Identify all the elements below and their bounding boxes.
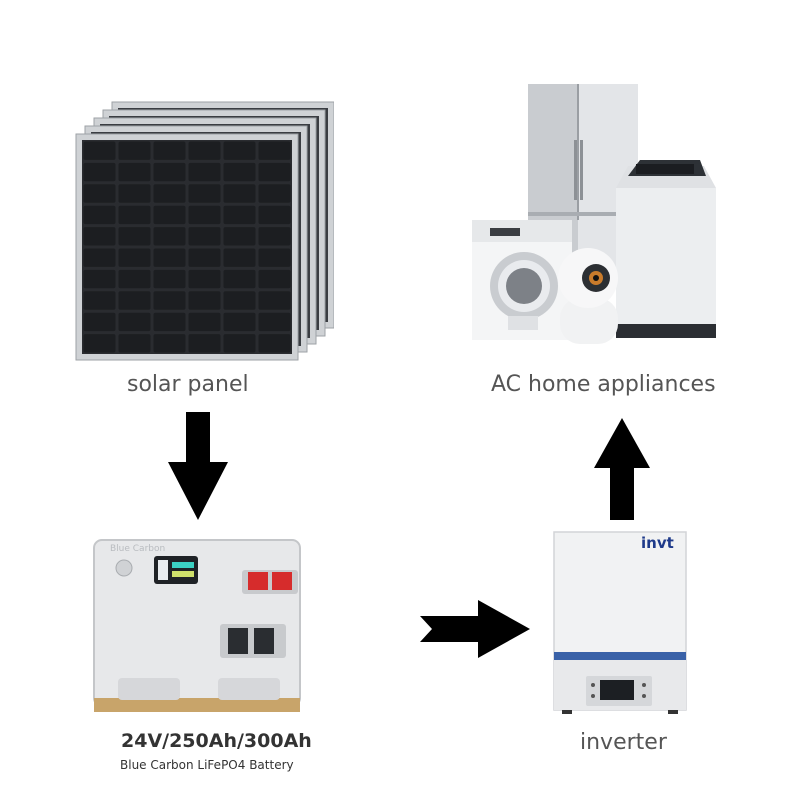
- battery-subtitle: Blue Carbon LiFePO4 Battery: [120, 758, 294, 772]
- inverter-label: inverter: [580, 730, 667, 755]
- appliances-image: [468, 80, 722, 350]
- battery-brand-mark: Blue Carbon: [110, 544, 166, 554]
- inverter-image: [552, 530, 688, 716]
- inverter-brand-logo: invt: [641, 534, 674, 552]
- solar-panel-image: [72, 98, 334, 368]
- arrow-right-icon: [420, 600, 530, 658]
- arrow-up-icon: [594, 418, 650, 520]
- solar-panel-label: solar panel: [127, 372, 249, 397]
- battery-image: [92, 538, 302, 714]
- appliances-label: AC home appliances: [491, 372, 716, 397]
- battery-title: 24V/250Ah/300Ah: [121, 730, 312, 752]
- arrow-down-icon: [168, 412, 228, 520]
